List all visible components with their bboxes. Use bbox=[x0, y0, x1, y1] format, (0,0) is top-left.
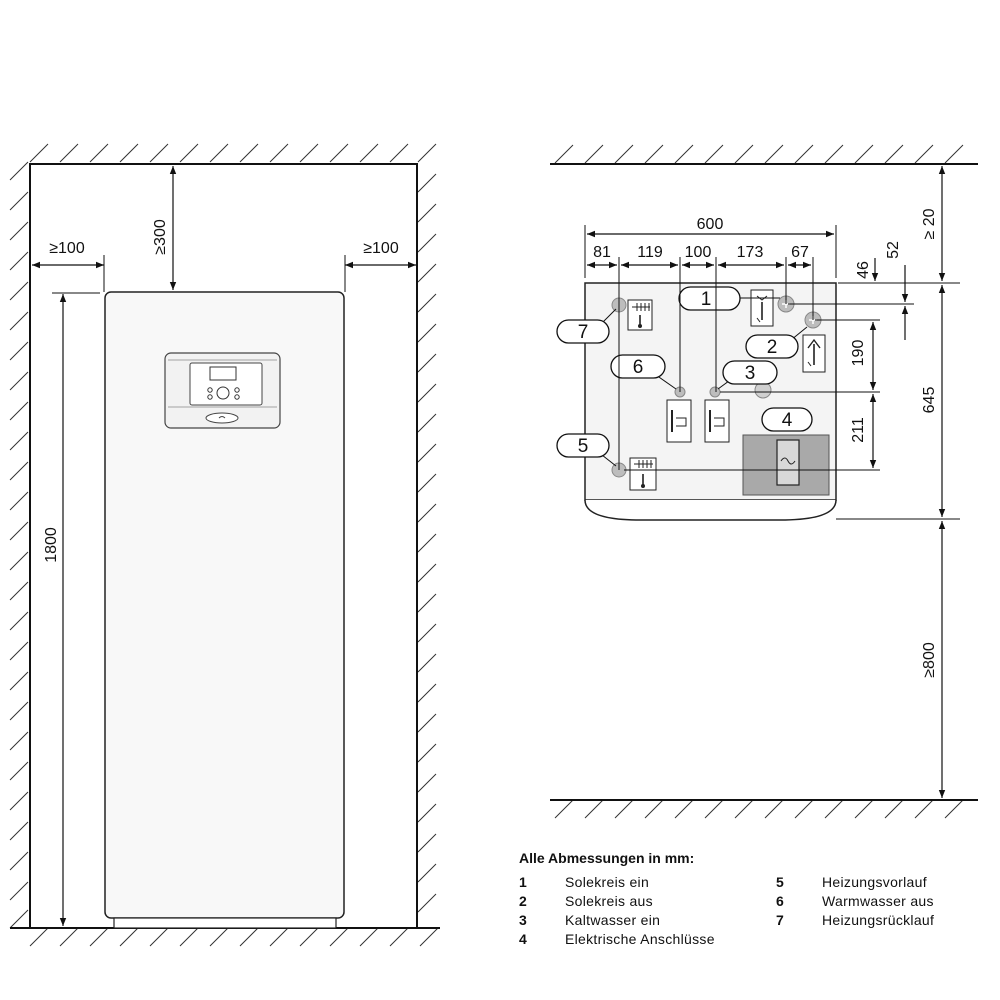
callout-3-label: 3 bbox=[745, 363, 756, 384]
dim-height-label: 1800 bbox=[43, 527, 60, 563]
legend-label: Solekreis aus bbox=[565, 893, 653, 909]
dim-211-label: 211 bbox=[850, 417, 867, 443]
dim-645-label: 645 bbox=[921, 387, 938, 414]
callout-1-label: 1 bbox=[701, 289, 712, 310]
dim-segment-100: 100 bbox=[685, 244, 712, 261]
dim-segments bbox=[587, 257, 814, 470]
pictogram-heating-flow-icon bbox=[629, 457, 657, 491]
dim-total-width-label: 600 bbox=[697, 216, 724, 233]
pictogram-heating-return-icon bbox=[627, 299, 653, 331]
right-view: 1 2 3 4 5 6 7 600 bbox=[550, 144, 978, 819]
dim-segment-173: 173 bbox=[737, 244, 764, 261]
floor-hatch bbox=[29, 927, 439, 947]
callout-5-label: 5 bbox=[578, 436, 589, 457]
legend-title: Alle Abmessungen in mm: bbox=[519, 850, 695, 866]
dim-46-label: 46 bbox=[855, 261, 872, 279]
dim-segment-119: 119 bbox=[637, 244, 663, 261]
dim-left-clearance: ≥100 bbox=[32, 240, 105, 292]
callout-5: 5 bbox=[556, 433, 610, 458]
dim-right-clearance: ≥100 bbox=[344, 240, 416, 292]
front-wall-hatch bbox=[554, 799, 964, 819]
callout-7: 7 bbox=[556, 319, 610, 344]
dim-top-wall-label: ≥ 20 bbox=[921, 208, 938, 239]
dim-segment-67: 67 bbox=[791, 244, 809, 261]
legend-num: 4 bbox=[519, 931, 528, 947]
room-outline bbox=[29, 163, 418, 928]
legend-grid: 1 Solekreis ein 5 Heizungsvorlauf 2 Sole… bbox=[519, 874, 989, 947]
dim-right-clearance-label: ≥100 bbox=[363, 240, 399, 257]
dim-left-clearance-label: ≥100 bbox=[49, 240, 85, 257]
callout-7-label: 7 bbox=[578, 322, 589, 343]
callout-6: 6 bbox=[610, 354, 666, 379]
legend: Alle Abmessungen in mm: 1 Solekreis ein … bbox=[519, 850, 989, 947]
dim-top-clearance: ≥300 bbox=[152, 166, 177, 290]
dim-wall-gap: ≥ 20 bbox=[838, 166, 960, 284]
legend-num: 6 bbox=[776, 893, 785, 909]
callout-1: 1 bbox=[678, 286, 741, 311]
legend-label: Solekreis ein bbox=[565, 874, 650, 890]
legend-num: 2 bbox=[519, 893, 528, 909]
pictogram-hot-water-icon bbox=[666, 399, 692, 443]
callout-4: 4 bbox=[761, 407, 813, 432]
dim-52: 52 bbox=[788, 241, 914, 340]
legend-label: Heizungsrücklauf bbox=[822, 912, 935, 928]
dim-front-clearance-label: ≥800 bbox=[921, 642, 938, 678]
dim-645: 645 bbox=[836, 285, 960, 520]
legend-label: Kaltwasser ein bbox=[565, 912, 661, 928]
back-wall-hatch bbox=[554, 144, 964, 164]
right-wall-hatch bbox=[417, 143, 437, 913]
dim-height: 1800 bbox=[43, 292, 100, 926]
unit-base bbox=[113, 917, 337, 929]
ceiling-hatch bbox=[29, 143, 409, 163]
control-panel bbox=[164, 352, 281, 429]
dim-52-label: 52 bbox=[885, 241, 902, 259]
pictogram-brine-out-icon bbox=[802, 334, 826, 373]
callout-6-label: 6 bbox=[633, 357, 644, 378]
callout-4-label: 4 bbox=[782, 410, 793, 431]
dim-211: 211 bbox=[624, 394, 880, 471]
unit-front-curve bbox=[584, 499, 837, 521]
left-wall-hatch bbox=[9, 161, 29, 929]
legend-num: 5 bbox=[776, 874, 785, 890]
legend-label: Heizungsvorlauf bbox=[822, 874, 927, 890]
legend-num: 7 bbox=[776, 912, 785, 928]
dim-top-clearance-label: ≥300 bbox=[152, 219, 169, 255]
pictogram-brine-in-icon bbox=[750, 289, 774, 327]
callout-2: 2 bbox=[745, 334, 799, 359]
dim-segment-81: 81 bbox=[593, 244, 611, 261]
left-view: ≥100 ≥100 ≥300 1800 bbox=[9, 143, 440, 947]
legend-label: Elektrische Anschlüsse bbox=[565, 931, 715, 947]
electric-inner-box bbox=[776, 439, 800, 486]
dim-total-width: 600 bbox=[584, 216, 837, 278]
dim-190-label: 190 bbox=[850, 340, 867, 367]
pictogram-cold-water-icon bbox=[704, 399, 730, 443]
legend-num: 3 bbox=[519, 912, 528, 928]
legend-num: 1 bbox=[519, 874, 528, 890]
legend-label: Warmwasser aus bbox=[822, 893, 934, 909]
callout-2-label: 2 bbox=[767, 337, 778, 358]
dim-front-clearance: ≥800 bbox=[921, 521, 946, 798]
dim-190: 190 bbox=[720, 319, 880, 393]
callout-3: 3 bbox=[722, 360, 778, 385]
dim-46: 46 bbox=[855, 258, 879, 281]
